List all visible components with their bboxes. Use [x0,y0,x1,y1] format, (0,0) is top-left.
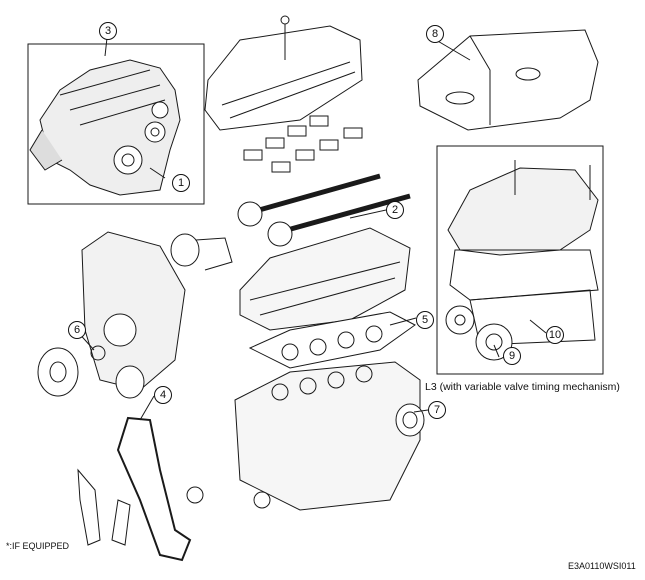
callout-2: 2 [386,201,404,219]
oil-pump-sprocket [253,491,271,509]
rear-oil-seal [395,403,425,437]
callout-1: 1 [172,174,190,192]
crankshaft-sprocket [186,486,204,504]
cylinder-block [234,361,421,511]
figure-code: E3A0110WSI011 [568,561,636,571]
camshafts [237,173,411,247]
callout-5: 5 [416,311,434,329]
vvt-frame-caption: L3 (with variable valve timing mechanism… [425,381,620,393]
callout-7: 7 [428,401,446,419]
engine-cover [417,29,599,131]
crankshaft-pulley [37,347,79,397]
callout-3: 3 [99,22,117,40]
engine-assembly-inset [29,59,181,196]
callout-10: 10 [546,326,564,344]
cylinder-head-cover [204,25,363,131]
callout-6: 6 [68,321,86,339]
drive-belt-tensioner [170,233,233,271]
camshaft-caps [243,115,363,173]
cylinder-head [239,227,411,331]
idler-pulley [115,365,145,399]
footnote: *:IF EQUIPPED [6,541,70,551]
timing-chain [116,416,192,562]
callout-4: 4 [154,386,172,404]
timing-chain-cover [81,231,186,391]
front-oil-seal [90,345,106,361]
callout-9: 9 [503,347,521,365]
callout-8: 8 [426,25,444,43]
